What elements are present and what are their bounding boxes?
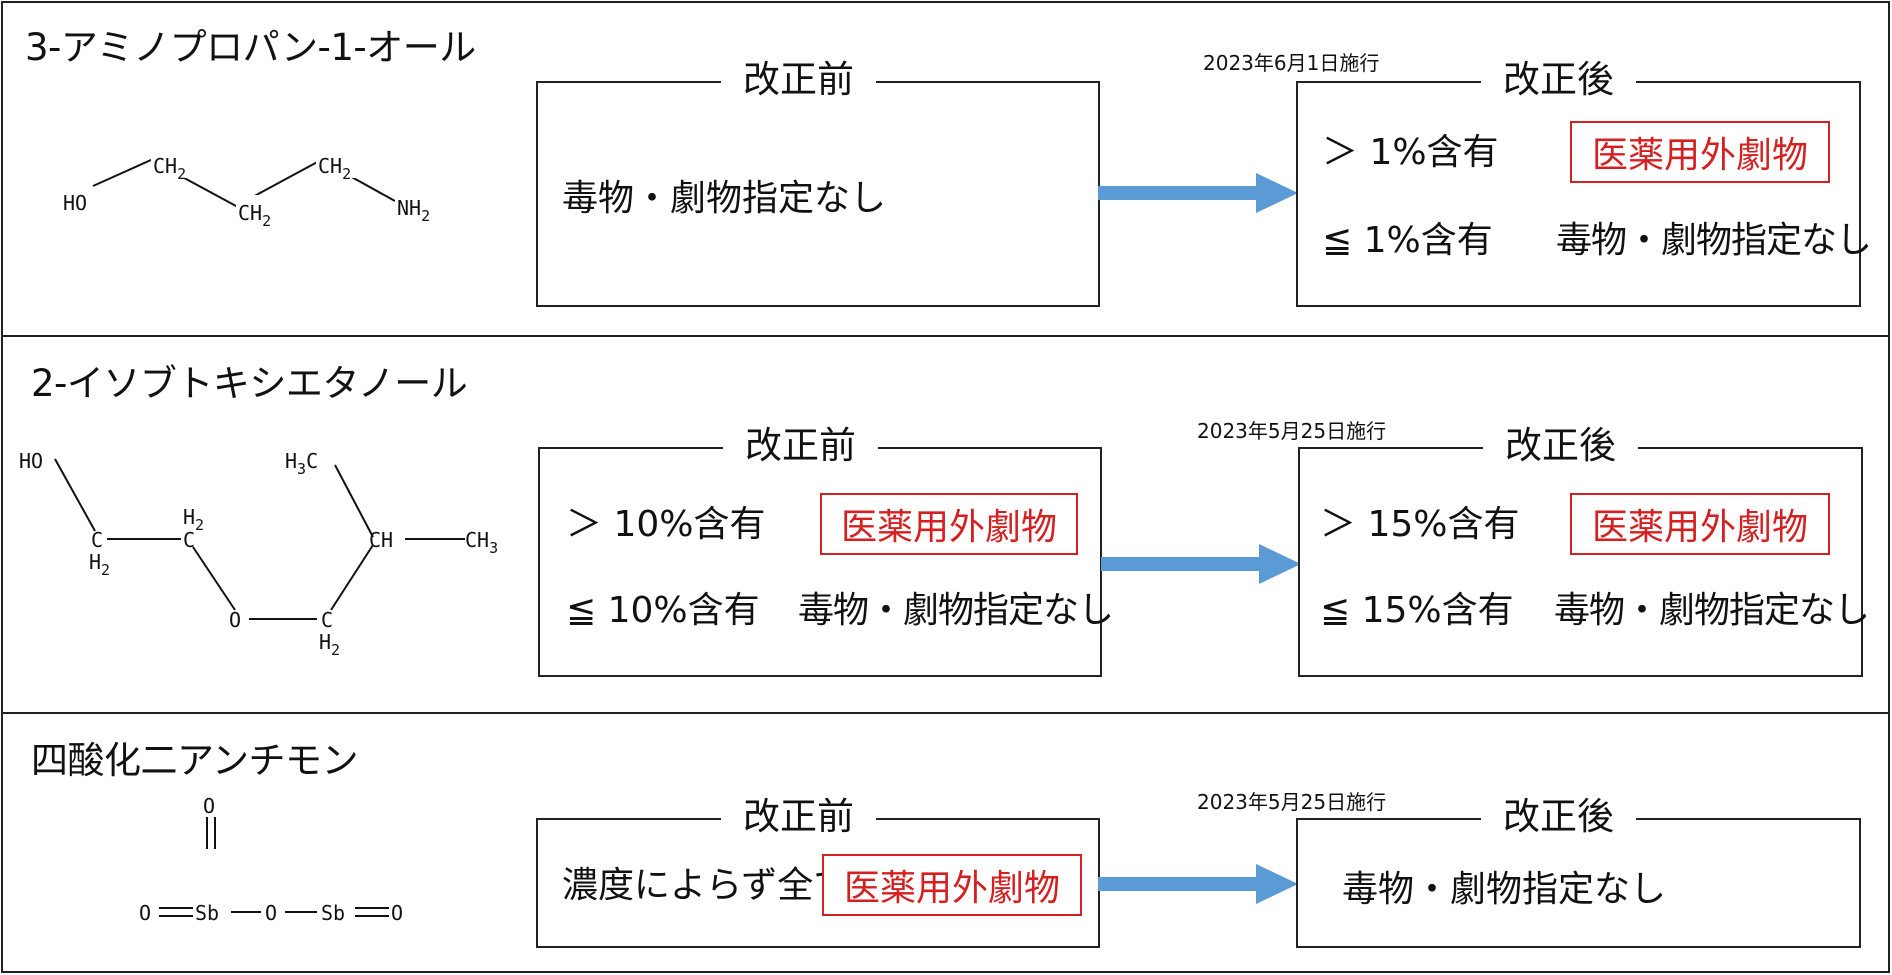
before-label: 改正前 [721, 795, 876, 839]
svg-text:O: O [203, 794, 215, 818]
svg-text:C: C [91, 528, 103, 552]
svg-text:C: C [183, 528, 195, 552]
after-le-text: ≦ 1%含有 [1322, 220, 1493, 261]
arrow-right-icon [1098, 173, 1298, 213]
before-label: 改正前 [723, 424, 878, 468]
after-le-text: ≦ 15%含有 [1320, 590, 1514, 631]
svg-text:HO: HO [63, 191, 87, 215]
before-box: 改正前 毒物・劇物指定なし [536, 58, 1100, 307]
after-box: 改正後 ＞ 15%含有 医薬用外劇物 ≦ 15%含有 毒物・劇物指定なし [1298, 424, 1870, 677]
svg-text:HO: HO [19, 449, 43, 473]
before-label: 改正前 [721, 58, 876, 102]
structure-3-aminopropanol: HO CH2 CH2 CH2 NH2 [61, 148, 447, 230]
effective-date: 2023年5月25日施行 [1197, 790, 1387, 814]
svg-text:C: C [321, 608, 333, 632]
effective-date: 2023年5月25日施行 [1197, 419, 1387, 443]
compound-row-2: 2-イソブトキシエタノール HO H3C C H2 C H2 CH CH3 O … [1, 335, 1890, 714]
after-label: 改正後 [1481, 795, 1636, 839]
svg-text:O: O [229, 608, 241, 632]
svg-text:Sb: Sb [195, 901, 219, 925]
arrow-right-icon [1098, 864, 1298, 904]
svg-text:CH: CH [369, 528, 393, 552]
structure-diantimony-tetroxide: O O Sb O Sb O [139, 794, 403, 925]
svg-text:Sb: Sb [321, 901, 345, 925]
before-le-value: 毒物・劇物指定なし [798, 590, 1114, 631]
after-box: 改正後 ＞ 1%含有 医薬用外劇物 ≦ 1%含有 毒物・劇物指定なし [1296, 58, 1872, 307]
svg-text:O: O [139, 901, 151, 925]
svg-text:CH3: CH3 [465, 528, 498, 557]
compound-name: 3-アミノプロパン-1-オール [25, 26, 476, 69]
svg-text:CH2: CH2 [318, 154, 351, 183]
after-le-value: 毒物・劇物指定なし [1554, 590, 1870, 631]
after-gt-text: ＞ 1%含有 [1322, 132, 1499, 173]
svg-text:CH2: CH2 [153, 154, 186, 183]
before-le-text: ≦ 10%含有 [566, 590, 760, 631]
before-box: 改正前 濃度によらず全て 医薬用外劇物 [536, 795, 1100, 948]
before-gt-badge: 医薬用外劇物 [820, 493, 1078, 555]
svg-text:O: O [265, 901, 277, 925]
effective-date: 2023年6月1日施行 [1203, 51, 1380, 75]
after-label: 改正後 [1483, 424, 1638, 468]
after-label: 改正後 [1481, 58, 1636, 102]
svg-text:H2: H2 [183, 505, 204, 534]
svg-text:H2: H2 [89, 550, 110, 579]
compound-row-3: 四酸化二アンチモン O O Sb O Sb O 改正前 濃度によらず全て 医薬用… [1, 712, 1890, 973]
after-gt-badge: 医薬用外劇物 [1570, 493, 1830, 555]
svg-text:H3C: H3C [285, 449, 318, 478]
arrow-right-icon [1101, 544, 1301, 584]
compound-name: 四酸化二アンチモン [31, 739, 359, 782]
svg-text:H2: H2 [319, 630, 340, 659]
svg-text:O: O [391, 901, 403, 925]
before-gt-text: ＞ 10%含有 [566, 504, 766, 545]
before-text: 毒物・劇物指定なし [562, 178, 887, 219]
after-box: 改正後 毒物・劇物指定なし [1296, 795, 1861, 948]
after-gt-text: ＞ 15%含有 [1320, 504, 1520, 545]
svg-text:NH2: NH2 [397, 196, 430, 225]
after-gt-badge: 医薬用外劇物 [1570, 121, 1830, 183]
after-le-value: 毒物・劇物指定なし [1556, 220, 1872, 261]
before-text: 濃度によらず全て [562, 865, 850, 906]
structure-2-isobutoxyethanol: HO H3C C H2 C H2 CH CH3 O C H2 [19, 449, 498, 659]
compound-row-1: 3-アミノプロパン-1-オール HO CH2 CH2 CH2 NH2 改正前 毒… [1, 1, 1890, 337]
svg-text:CH2: CH2 [238, 201, 271, 230]
before-box: 改正前 ＞ 10%含有 医薬用外劇物 ≦ 10%含有 毒物・劇物指定なし [538, 424, 1114, 677]
before-badge: 医薬用外劇物 [822, 854, 1082, 916]
compound-name: 2-イソブトキシエタノール [31, 362, 468, 405]
after-text: 毒物・劇物指定なし [1342, 869, 1667, 910]
